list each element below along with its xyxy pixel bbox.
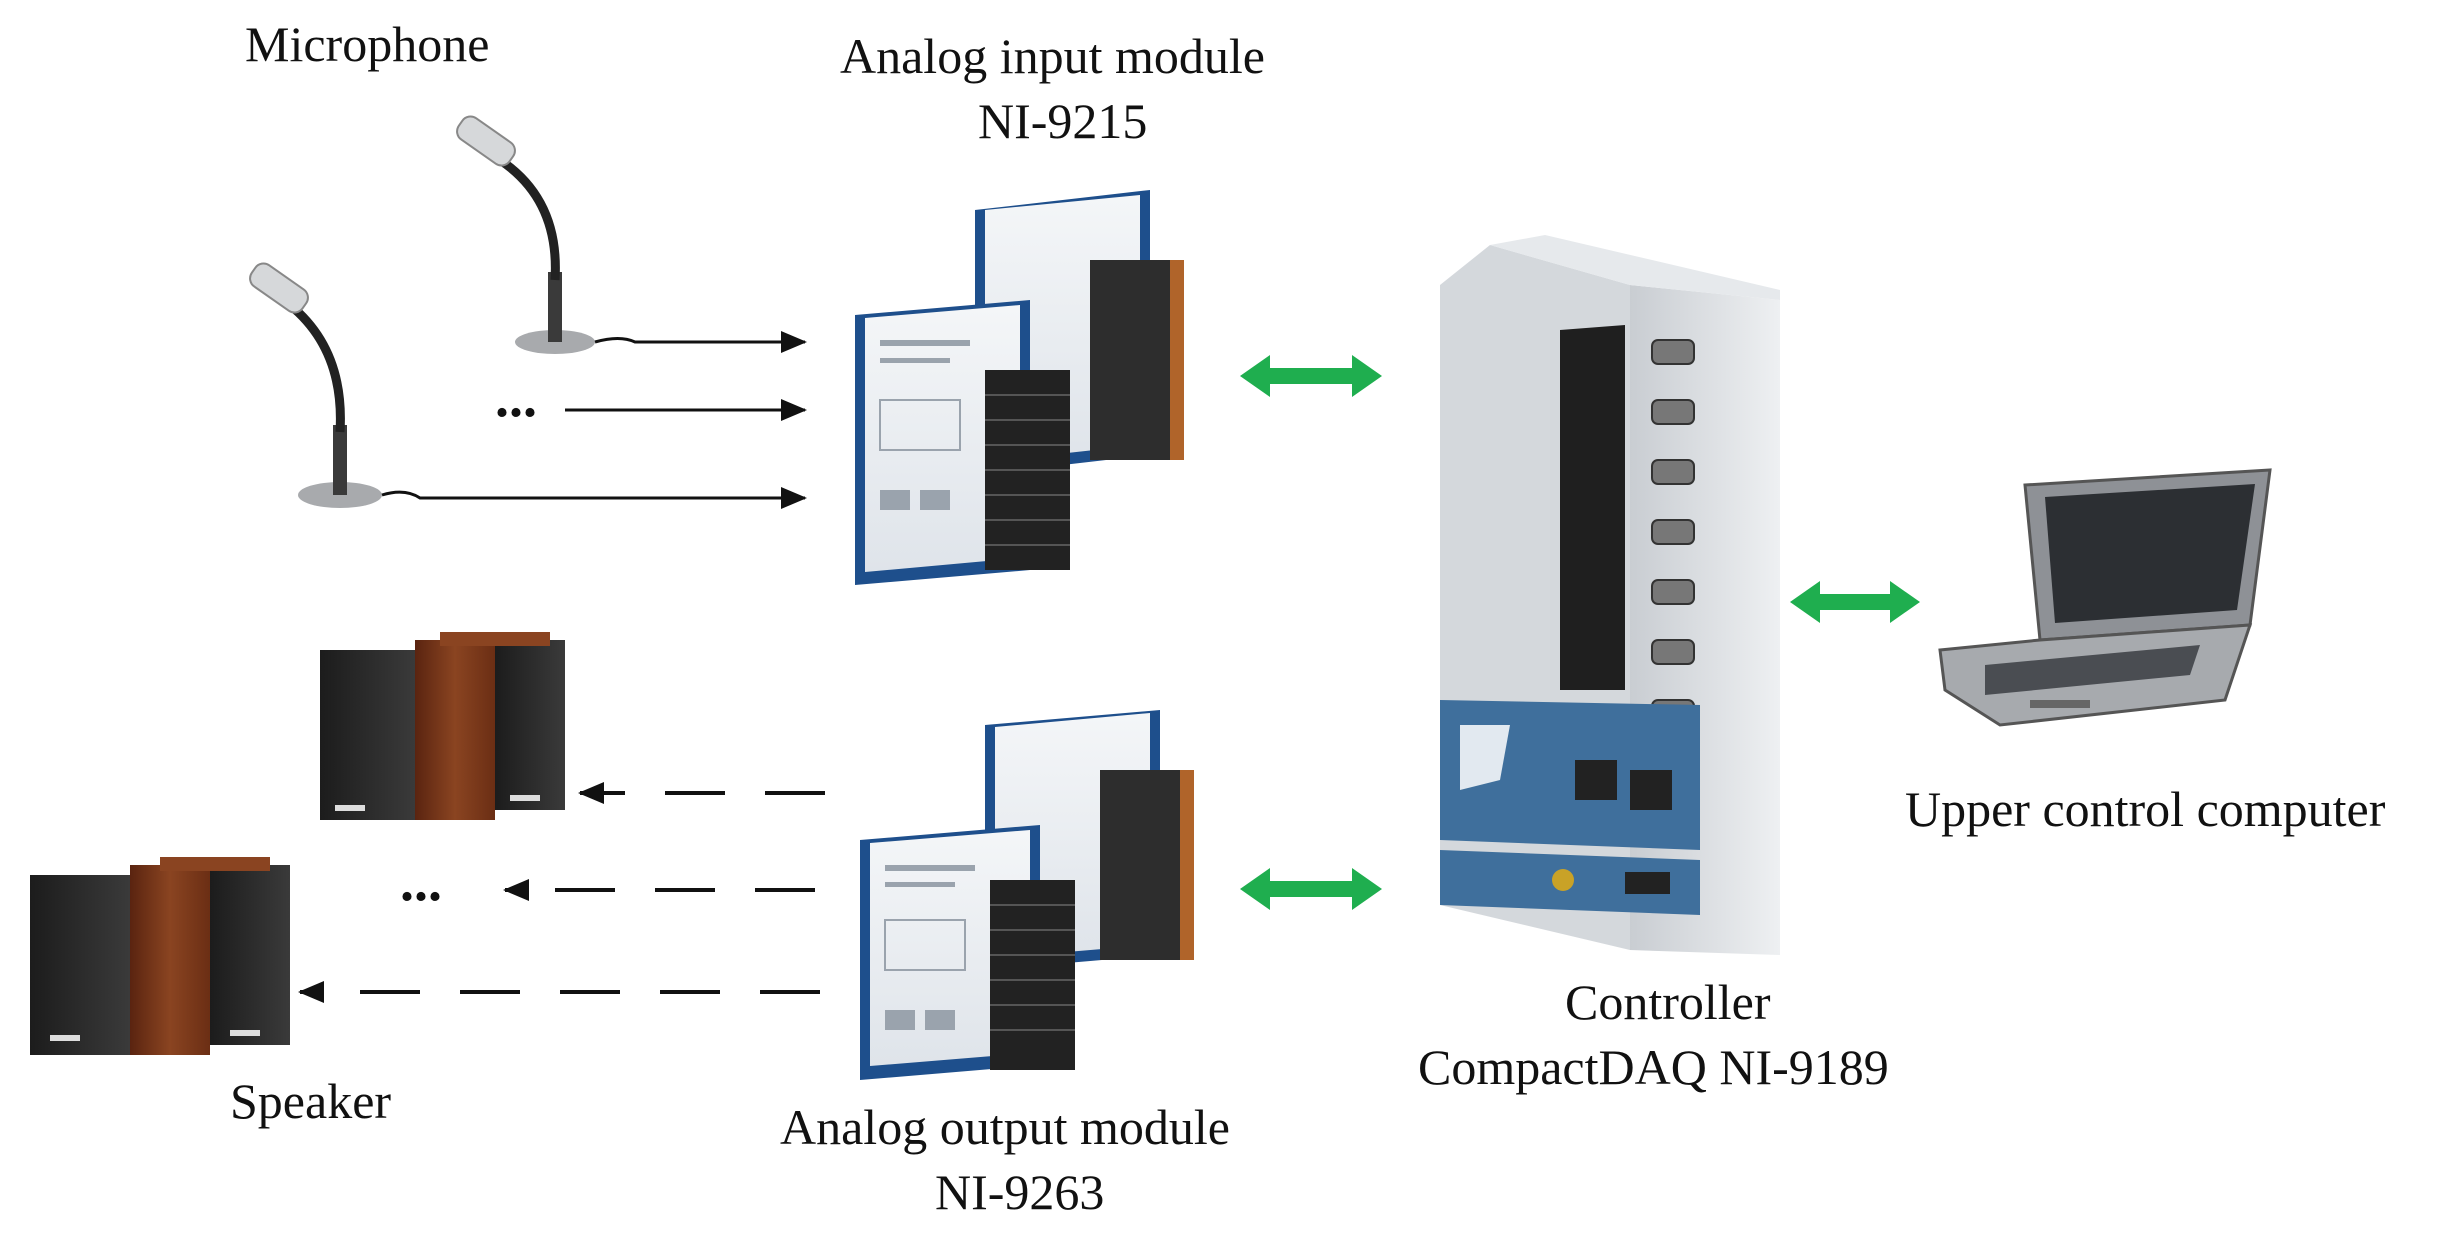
output-signal-arrows [298, 782, 825, 1003]
analog-input-module-label: Analog input module [840, 28, 1265, 84]
speaker-label: Speaker [230, 1073, 392, 1129]
controller-model-label: CompactDAQ NI-9189 [1418, 1039, 1889, 1095]
laptop-icon [1938, 468, 2272, 727]
io-module-icon-output [860, 710, 1194, 1080]
io-module-icon [855, 190, 1184, 585]
ellipsis-output: ... [400, 851, 442, 913]
speaker-icon [30, 632, 565, 1055]
chassis-icon [1440, 235, 1780, 955]
microphone-icon [249, 115, 595, 508]
double-arrow-icon [1240, 355, 1920, 910]
analog-output-module-label: Analog output module [780, 1099, 1230, 1155]
analog-input-model-label: NI-9215 [978, 93, 1148, 149]
analog-output-model-label: NI-9263 [935, 1164, 1105, 1220]
input-signal-arrows [381, 331, 807, 509]
computer-label: Upper control computer [1905, 781, 2386, 837]
controller-label: Controller [1565, 974, 1771, 1030]
microphone-label: Microphone [245, 16, 490, 72]
ellipsis-input: ... [495, 367, 537, 429]
